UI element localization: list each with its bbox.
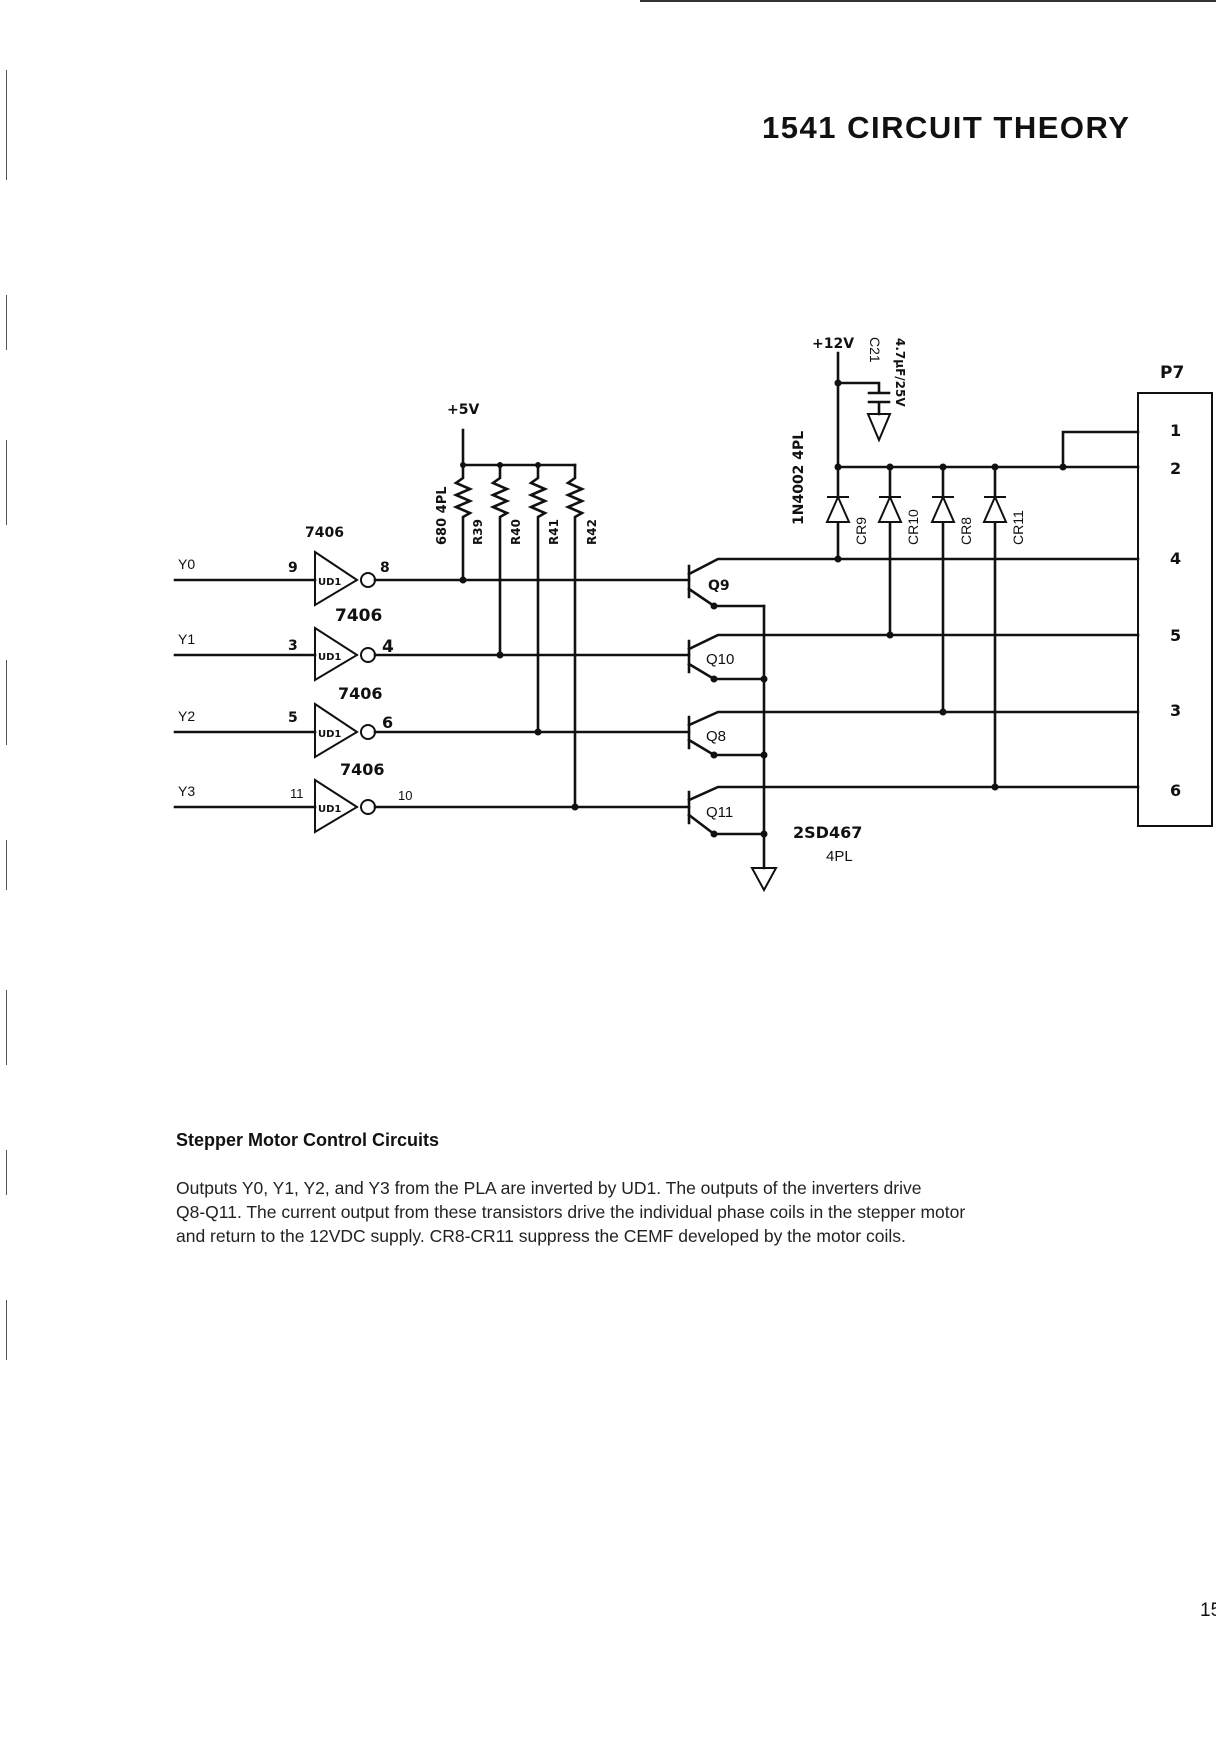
- resistor-label-r40: R40: [509, 519, 523, 545]
- connector-pin: 2: [1170, 459, 1181, 478]
- transistor-label-q8: Q8: [706, 728, 726, 745]
- svg-text:4: 4: [382, 637, 394, 657]
- section-heading: Stepper Motor Control Circuits: [176, 1130, 440, 1150]
- transistor-part-label: 2SD467: [793, 823, 862, 842]
- section-body: Outputs Y0, Y1, Y2, and Y3 from the PLA …: [176, 1176, 965, 1248]
- connector-pin: 6: [1170, 781, 1181, 800]
- inverter-1: 7406 UD1 3 4: [288, 606, 394, 682]
- svg-text:7406: 7406: [338, 684, 383, 703]
- input-label-y3: Y3: [178, 783, 195, 799]
- scan-margin-mark: [6, 660, 7, 745]
- diode-label-cr10: CR10: [905, 509, 921, 545]
- svg-text:UD1: UD1: [318, 804, 341, 815]
- diode-label-cr11: CR11: [1010, 510, 1026, 545]
- inverter-0: 7406 UD1 9 8: [288, 525, 390, 607]
- input-label-y0: Y0: [178, 556, 195, 572]
- svg-text:3: 3: [288, 638, 298, 654]
- scan-margin-mark: [6, 295, 7, 350]
- svg-text:7406: 7406: [335, 606, 382, 626]
- supply-12v-label: +12V: [812, 336, 854, 352]
- connector-label: P7: [1160, 363, 1184, 383]
- svg-text:10: 10: [398, 788, 412, 803]
- scan-margin-mark: [6, 70, 7, 180]
- scan-margin-mark: [6, 440, 7, 525]
- resistor-label-r41: R41: [547, 519, 561, 545]
- connector-pin: 3: [1170, 701, 1181, 720]
- transistor-label-q11: Q11: [706, 804, 733, 821]
- base-wires: [373, 578, 691, 809]
- transistor-qty-label: 4PL: [826, 848, 853, 865]
- body-line: Outputs Y0, Y1, Y2, and Y3 from the PLA …: [176, 1178, 922, 1198]
- svg-text:UD1: UD1: [318, 652, 341, 663]
- inverter-2: 7406 UD1 5 6: [288, 684, 393, 759]
- page-title: 1541 CIRCUIT THEORY: [762, 110, 1131, 145]
- diode-label-cr9: CR9: [853, 517, 869, 545]
- page-number: 15: [1200, 1600, 1216, 1621]
- input-label-y2: Y2: [178, 708, 195, 724]
- resistor-value-label: 680 4PL: [435, 486, 450, 545]
- inverter-3: 7406 UD1 11 10: [290, 760, 412, 834]
- ground-icon: [866, 413, 892, 443]
- svg-text:UD1: UD1: [318, 729, 341, 740]
- svg-text:11: 11: [290, 786, 304, 801]
- svg-text:5: 5: [288, 710, 298, 726]
- svg-text:6: 6: [382, 713, 393, 732]
- transistor-label-q10: Q10: [706, 651, 734, 668]
- input-label-y1: Y1: [178, 631, 195, 647]
- svg-text:9: 9: [288, 560, 298, 576]
- capacitor-value-label: 4.7µF/25V: [893, 338, 907, 407]
- body-line: and return to the 12VDC supply. CR8-CR11…: [176, 1226, 906, 1246]
- scan-margin-mark: [6, 990, 7, 1065]
- transistor-label-q9: Q9: [708, 578, 730, 594]
- resistor-label-r42: R42: [585, 519, 599, 545]
- svg-text:7406: 7406: [305, 525, 344, 541]
- scan-margin-mark: [6, 1300, 7, 1360]
- ground-icon: [750, 867, 778, 893]
- top-rule: [640, 0, 1216, 2]
- connector-pin: 5: [1170, 626, 1181, 645]
- resistor-label-r39: R39: [471, 519, 485, 545]
- diode-label-cr8: CR8: [958, 517, 974, 545]
- connector-p7: P7 1 2 4 5 3 6: [1137, 363, 1213, 827]
- connector-pin: 4: [1170, 549, 1181, 568]
- stepper-schematic: Y0 Y1 Y2 Y3 7406 UD1 9 8 7406 UD1 3 4 74…: [173, 336, 1213, 893]
- diode-part-label: 1N4002 4PL: [791, 431, 807, 525]
- connector-pin: 1: [1170, 421, 1181, 440]
- body-line: Q8-Q11. The current output from these tr…: [176, 1202, 966, 1222]
- transistors: Q9 Q10 Q8 Q11 2SD467 4PL: [687, 557, 1140, 893]
- svg-text:8: 8: [380, 560, 390, 576]
- input-wires: [173, 578, 317, 809]
- svg-text:7406: 7406: [340, 760, 385, 779]
- pullup-resistors: +5V 680 4PL R39 R40 R41 R42: [435, 402, 599, 811]
- svg-text:UD1: UD1: [318, 577, 341, 588]
- supply-5v-label: +5V: [447, 402, 479, 418]
- scan-margin-mark: [6, 840, 7, 890]
- scan-margin-mark: [6, 1150, 7, 1195]
- supply-and-diodes: +12V C21 4.7µF/25V 1N4002 4PL CR9 CR10 C…: [791, 336, 1140, 791]
- capacitor-ref-label: C21: [867, 337, 883, 363]
